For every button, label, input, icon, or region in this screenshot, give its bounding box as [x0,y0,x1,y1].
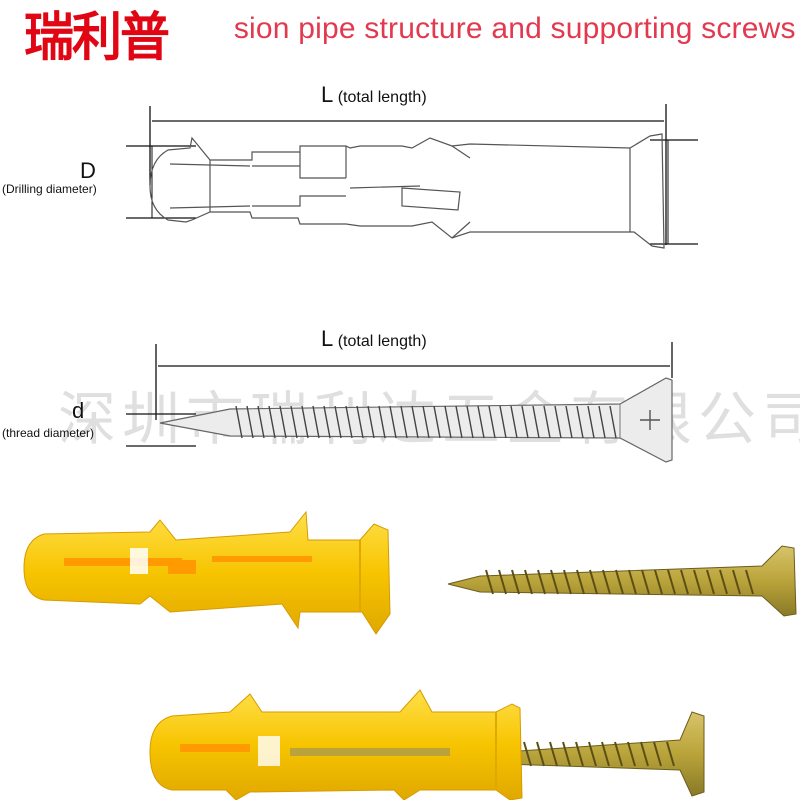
brand-logo-text: 瑞利普 [24,6,170,68]
brass-screw-photo [447,545,797,617]
brand-logo: 瑞利普 [24,4,232,70]
screw-outline [159,377,673,463]
screw-diameter-letter: d [72,398,85,423]
header: xpansion pipe structure and supporting s… [0,0,800,70]
yellow-anchor-photo [23,510,391,635]
anchor-diameter-note: (Drilling diameter) [2,182,97,196]
screw-length-note: (total length) [337,333,427,350]
anchor-diameter-letter: D [80,158,96,183]
anchor-length-note: (total length) [337,89,427,106]
anchor-dimension-lines [126,104,698,245]
anchor-with-screw-photo [149,689,705,800]
page-title: xpansion pipe structure and supporting s… [168,12,796,45]
screw-dimension-lines [126,342,673,447]
anchor-outline [149,133,665,249]
anchor-length-label: L (total length) [321,82,427,108]
screw-length-letter: L [321,326,334,351]
anchor-length-letter: L [321,82,334,107]
screw-length-label: L (total length) [321,326,427,352]
screw-diameter-note: (thread diameter) [2,426,95,440]
